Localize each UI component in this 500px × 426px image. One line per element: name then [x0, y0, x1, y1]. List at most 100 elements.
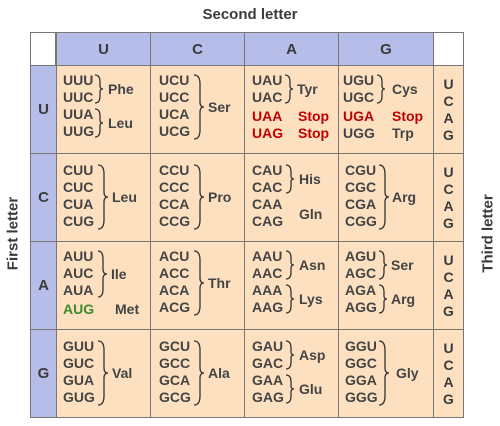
amino-acid: Arg	[392, 189, 417, 205]
codon: ACC	[159, 265, 190, 281]
codon: UAU	[252, 72, 283, 88]
brace-icon	[97, 340, 109, 406]
stop-codon: UAG	[252, 125, 284, 141]
brace-icon	[285, 164, 295, 194]
codon: AUC	[63, 265, 94, 281]
brace-icon	[94, 74, 104, 104]
brace-icon	[193, 250, 205, 316]
amino-acid: Pro	[208, 189, 232, 205]
first-letter-title: First letter	[4, 196, 22, 271]
third-letter: A	[443, 109, 454, 126]
cell-ag: AGU AGC AGA AGG Ser Arg	[338, 241, 434, 330]
third-letter: U	[443, 75, 454, 92]
codon: AAC	[252, 265, 283, 281]
third-letter-title: Third letter	[479, 194, 497, 273]
brace-icon	[285, 374, 295, 404]
third-letter: G	[443, 390, 454, 407]
brace-icon	[193, 74, 205, 140]
codon: AGU	[345, 248, 377, 264]
brace-icon	[378, 284, 388, 314]
codon: CCC	[159, 179, 190, 195]
col-header-c: C	[150, 32, 245, 66]
amino-acid: Phe	[108, 81, 134, 97]
codon: UUA	[63, 106, 94, 122]
codon: GCU	[159, 338, 191, 354]
codon: CAU	[252, 162, 283, 178]
stop-codon: UGA	[343, 108, 375, 124]
stop-label: Stop	[298, 108, 330, 124]
codon: CAC	[252, 179, 283, 195]
codon-table: U C A G U C A G U C A G U C A G U C A G …	[30, 32, 464, 418]
codon: GAU	[252, 338, 284, 354]
amino-acid: Cys	[392, 81, 418, 97]
cell-cc: CCU CCC CCA CCG Pro	[150, 153, 245, 242]
codon: UGG	[343, 125, 375, 141]
codon: AGA	[345, 282, 377, 298]
third-letters-row-g: U C A G	[433, 329, 464, 418]
third-letters-row-u: U C A G	[433, 65, 464, 154]
codon: ACG	[159, 299, 191, 315]
codon: CGC	[345, 179, 377, 195]
codon: GGG	[345, 389, 378, 405]
codon: AUU	[63, 248, 94, 264]
codon: GUA	[63, 372, 95, 388]
brace-icon	[193, 164, 205, 230]
amino-acid: Leu	[108, 115, 133, 131]
codon: CCG	[159, 213, 191, 229]
third-letter: G	[443, 214, 454, 231]
amino-acid: Trp	[392, 125, 414, 141]
codon: AAU	[252, 248, 283, 264]
stop-codon: UAA	[252, 108, 283, 124]
third-letter: C	[443, 92, 454, 109]
second-letter-title: Second letter	[202, 6, 298, 23]
codon: UGC	[343, 89, 375, 105]
stop-label: Stop	[392, 108, 424, 124]
amino-acid: Leu	[112, 189, 137, 205]
brace-icon	[378, 250, 388, 280]
codon: AAA	[252, 282, 283, 298]
codon: UCG	[159, 123, 191, 139]
cell-gg: GGU GGC GGA GGG Gly	[338, 329, 434, 418]
amino-acid: Ile	[111, 266, 127, 282]
cell-ac: ACU ACC ACA ACG Thr	[150, 241, 245, 330]
codon: AGC	[345, 265, 377, 281]
codon: AAG	[252, 299, 284, 315]
codon: GAG	[252, 389, 284, 405]
third-letter: A	[443, 285, 454, 302]
col-header-u: U	[56, 32, 151, 66]
codon: GCA	[159, 372, 191, 388]
codon: UGU	[343, 72, 375, 88]
codon: AGG	[345, 299, 377, 315]
row-header-c: C	[30, 153, 57, 242]
codon: AUA	[63, 282, 94, 298]
brace-icon	[97, 250, 108, 298]
brace-icon	[284, 74, 294, 104]
third-letter: A	[443, 373, 454, 390]
codon: GAA	[252, 372, 284, 388]
codon: UUC	[63, 89, 94, 105]
cell-uu: UUU UUC UUA UUG Phe Leu	[56, 65, 151, 154]
codon: CGU	[345, 162, 377, 178]
third-letter: C	[443, 356, 454, 373]
codon: CCU	[159, 162, 190, 178]
brace-icon	[378, 340, 390, 406]
codon: CCA	[159, 196, 190, 212]
stop-label: Stop	[298, 125, 330, 141]
cell-cg: CGU CGC CGA CGG Arg	[338, 153, 434, 242]
col-header-a: A	[244, 32, 339, 66]
codon: GCC	[159, 355, 191, 371]
cell-ga: GAU GAC GAA GAG Asp Glu	[244, 329, 339, 418]
row-header-g: G	[30, 329, 57, 418]
corner-top-right	[433, 32, 464, 66]
third-letter: A	[443, 197, 454, 214]
codon: CGG	[345, 213, 377, 229]
codon: GGC	[345, 355, 377, 371]
codon: GCG	[159, 389, 191, 405]
row-header-a: A	[30, 241, 57, 330]
codon: CAG	[252, 213, 284, 229]
amino-acid: Asn	[299, 257, 326, 273]
amino-acid: Val	[112, 365, 133, 381]
codon: UCA	[159, 106, 190, 122]
codon: GUU	[63, 338, 95, 354]
cell-au: AUU AUC AUA AUG Ile Met	[56, 241, 151, 330]
